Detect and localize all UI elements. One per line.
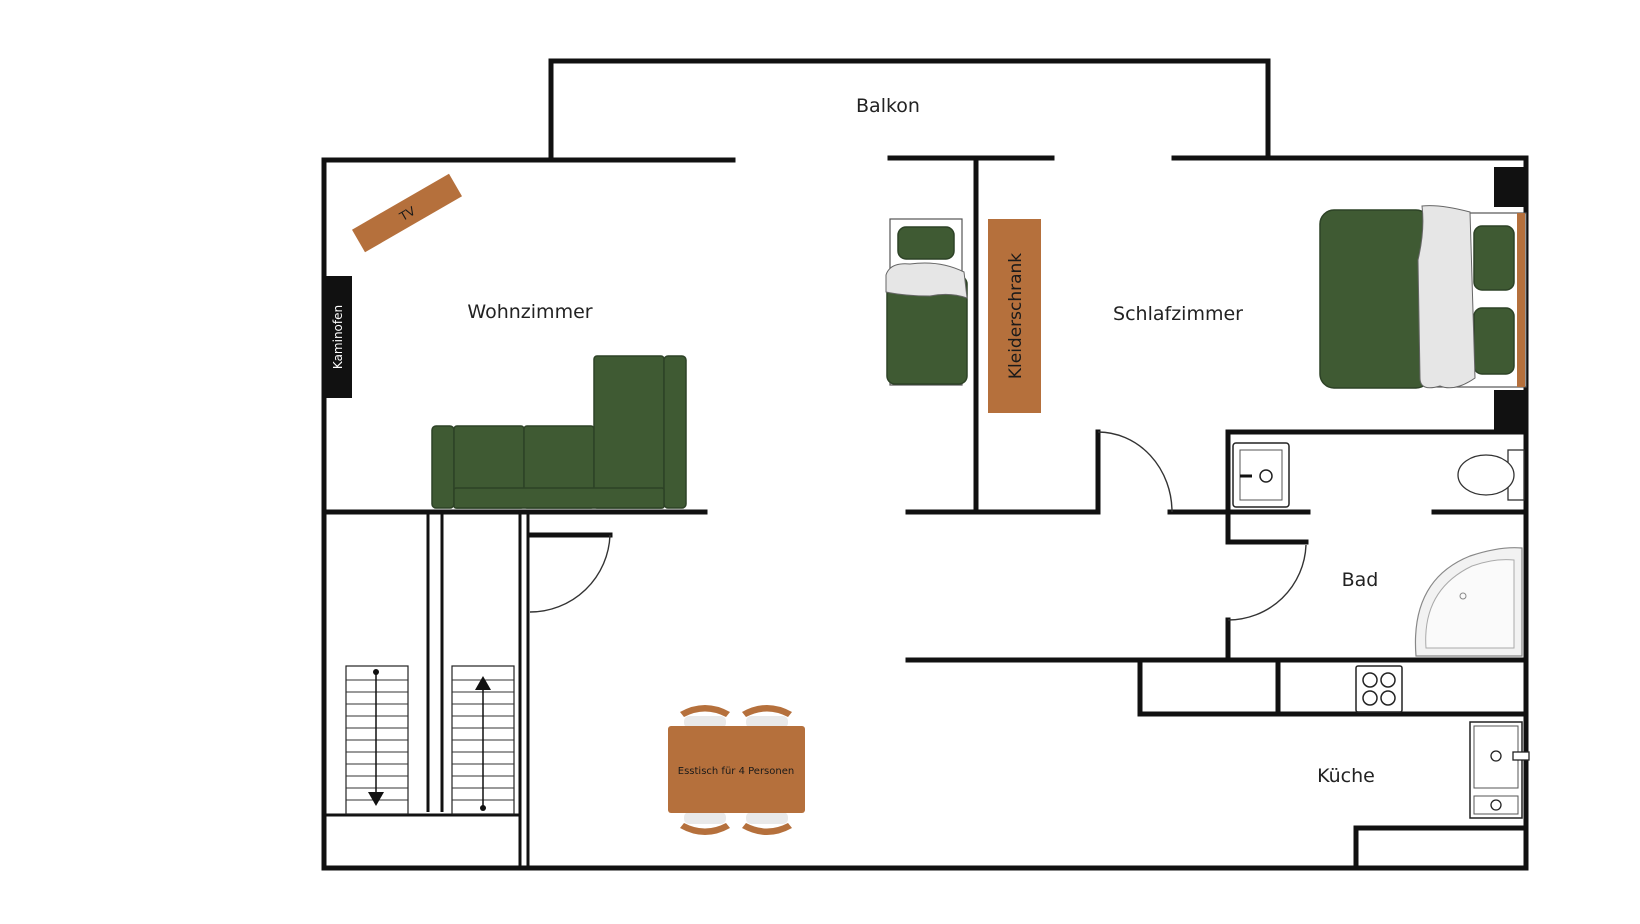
stove-icon: [1355, 665, 1403, 713]
tv: TV: [352, 173, 462, 253]
stairs-up: [451, 665, 515, 815]
arrow-down-icon: [368, 792, 384, 806]
sink: [1232, 442, 1290, 508]
kaminofen-label: Kaminofen: [331, 305, 345, 369]
dining-table: Esstisch für 4 Personen: [668, 705, 805, 835]
bedroom: Schlafzimmer: [1113, 167, 1527, 430]
room-label-kueche: Küche: [1317, 765, 1375, 787]
doors: [529, 431, 1307, 621]
room-label-bad: Bad: [1342, 569, 1379, 591]
living-room: Wohnzimmer TV Kaminofen: [324, 173, 687, 509]
room-label-balkon: Balkon: [856, 95, 920, 117]
single-bed: [885, 218, 968, 386]
double-bed: [1319, 205, 1527, 389]
door-arc-bath: [1227, 544, 1307, 621]
arrow-up-icon: [475, 676, 491, 690]
wardrobe-label: Kleiderschrank: [1006, 253, 1026, 379]
dining-table-label: Esstisch für 4 Personen: [678, 766, 794, 777]
balcony: Balkon: [548, 58, 1271, 158]
room-label-wohnzimmer: Wohnzimmer: [467, 301, 592, 323]
inner-walls: [321, 155, 1529, 871]
stairs-down: [345, 665, 409, 815]
door-arc-entry: [529, 534, 611, 613]
toilet: [1457, 449, 1525, 501]
room-label-schlafzimmer: Schlafzimmer: [1113, 303, 1243, 325]
kitchen: Küche: [1317, 665, 1530, 819]
bathroom: Bad: [1232, 442, 1525, 657]
kitchen-sink: [1469, 721, 1530, 819]
sofa: [431, 355, 687, 509]
wardrobe: Kleiderschrank: [988, 219, 1041, 413]
kaminofen: Kaminofen: [324, 276, 352, 398]
door-arc-bedroom: [1097, 431, 1173, 513]
bathtub: [1414, 547, 1523, 657]
